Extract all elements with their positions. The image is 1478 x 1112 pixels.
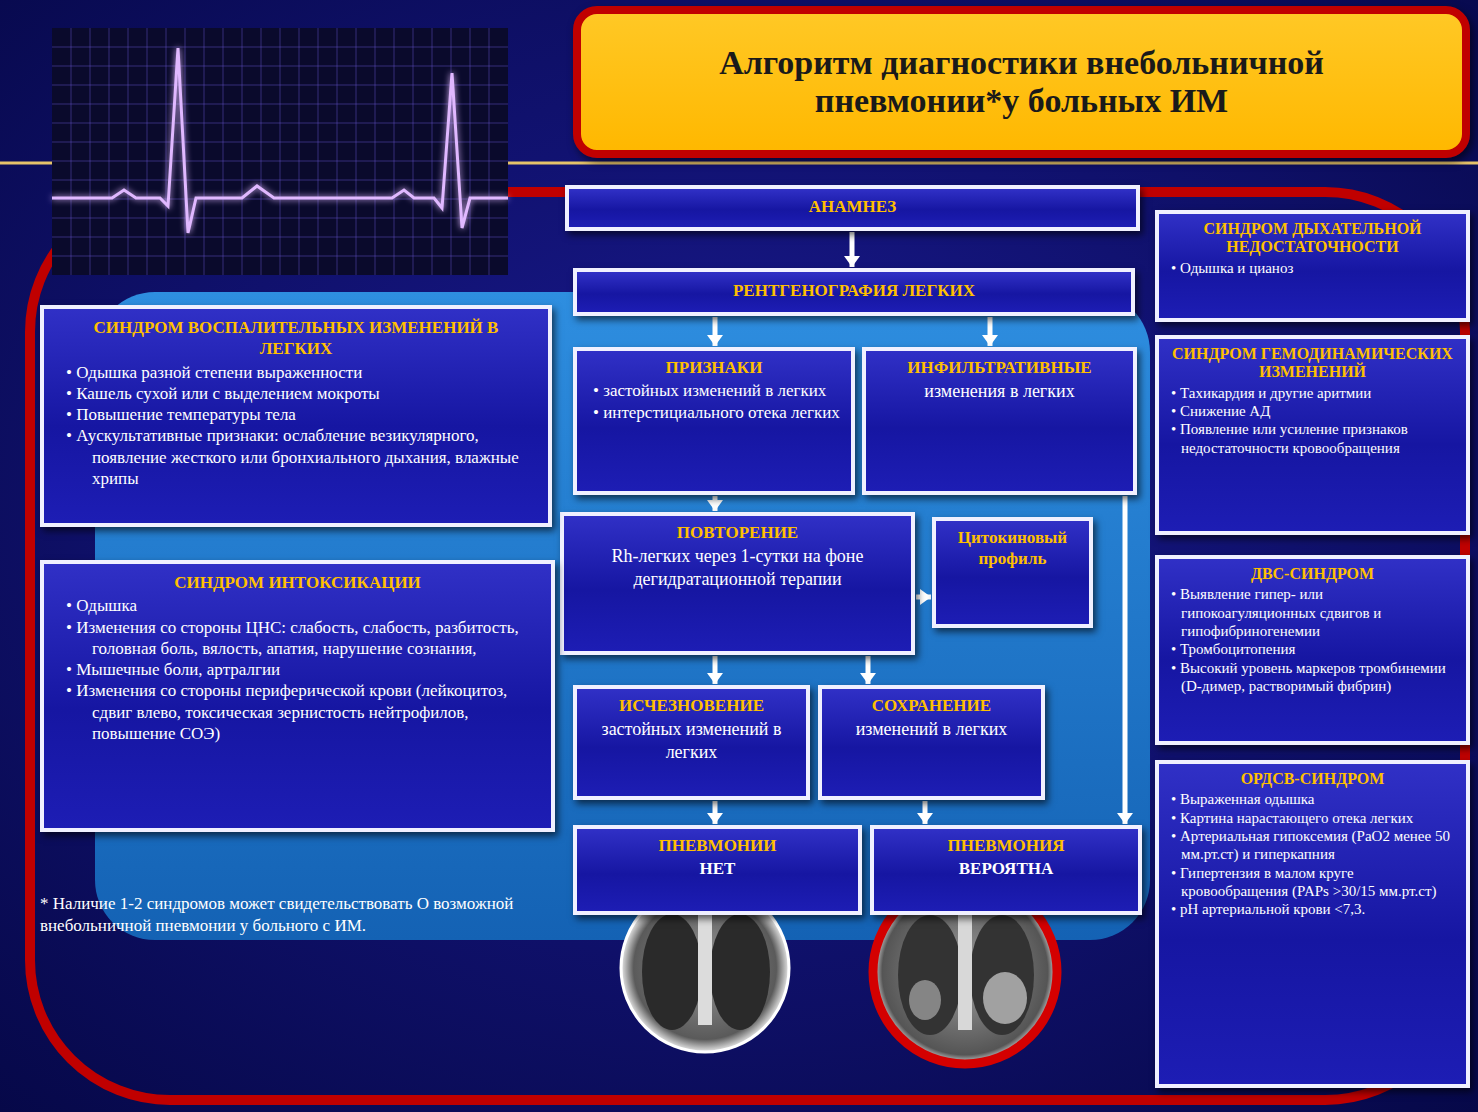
box-heading: СИНДРОМ ГЕМОДИНАМИЧЕСКИХ ИЗМЕНЕНИЙ (1169, 345, 1456, 382)
flow-arrow (916, 595, 931, 600)
box-heading: ИНФИЛЬТРАТИВНЫЕ (876, 357, 1123, 378)
flow-arrow (713, 801, 718, 824)
box-heading: СИНДРОМ ИНТОКСИКАЦИИ (58, 572, 537, 593)
step-box: ПОВТОРЕНИЕRh-легких через 1-сутки на фон… (560, 512, 915, 655)
syndrome-box: СИНДРОМ ГЕМОДИНАМИЧЕСКИХ ИЗМЕНЕНИЙ • Тахи… (1155, 335, 1470, 535)
step-box: АНАМНЕЗ (565, 185, 1140, 231)
box-text: • Тромбоцитопения (1169, 640, 1456, 658)
box-text: застойных изменений в легких (587, 718, 796, 763)
box-text: • Картина нарастающего отека легких (1169, 809, 1456, 827)
result-box: ПНЕВМОНИЯВЕРОЯТНА (870, 825, 1142, 915)
outcome-box: СОХРАНЕНИЕизменений в легких (818, 685, 1045, 800)
box-heading: ОРДСВ-СИНДРОМ (1169, 770, 1456, 788)
finding-box: ПРИЗНАКИ• застойных изменений в легких• … (573, 347, 855, 495)
result-box: ПНЕВМОНИИНЕТ (573, 825, 862, 915)
flow-arrow (713, 496, 718, 511)
syndrome-box: СИНДРОМ ИНТОКСИКАЦИИ• Одышка• Изменения … (40, 560, 555, 832)
syndrome-box: СИНДРОМ ВОСПАЛИТЕЛЬНЫХ ИЗМЕНЕНИЙ В ЛЕГКИ… (40, 305, 552, 527)
finding-box: ИНФИЛЬТРАТИВНЫЕизменения в легких (862, 347, 1137, 495)
box-heading: СИНДРОМ ДЫХАТЕЛЬНОЙ НЕДОСТАТОЧНОСТИ (1169, 220, 1456, 257)
flow-arrow (988, 317, 993, 346)
box-text: Rh-легких через 1-сутки на фоне дегидрат… (574, 545, 901, 590)
flow-arrow (713, 317, 718, 346)
box-text: • Появление или усиление признаков недос… (1169, 420, 1456, 457)
step-box: РЕНТГЕНОГРАФИЯ ЛЕГКИХ (573, 268, 1135, 316)
box-text: ВЕРОЯТНА (884, 858, 1128, 879)
box-text: • Снижение АД (1169, 402, 1456, 420)
flow-arrow (713, 656, 718, 684)
box-heading: СОХРАНЕНИЕ (832, 695, 1031, 716)
box-heading: ПОВТОРЕНИЕ (574, 522, 901, 543)
box-text: • Одышка разной степени выраженности (58, 362, 534, 383)
box-text: • Изменения со стороны периферической кр… (58, 680, 537, 744)
ecg-grid (52, 28, 508, 275)
ecg-ground (52, 28, 508, 275)
box-heading: ДВС-СИНДРОМ (1169, 565, 1456, 583)
flow-arrow (850, 232, 855, 267)
box-heading: РЕНТГЕНОГРАФИЯ ЛЕГКИХ (733, 280, 975, 301)
box-heading: АНАМНЕЗ (809, 196, 897, 217)
box-text: • pH артериальной крови <7,3. (1169, 900, 1456, 918)
box-heading: ПНЕВМОНИИ (587, 835, 848, 856)
box-heading: ПРИЗНАКИ (587, 357, 841, 378)
box-text: • Кашель сухой или с выделением мокроты (58, 383, 534, 404)
box-heading: Цитокиновый профиль (946, 527, 1079, 570)
box-text: • Выраженная одышка (1169, 790, 1456, 808)
box-text: • Аускультативные признаки: ослабление в… (58, 425, 534, 489)
box-text: • Артериальная гипоксемия (PaO2 менее 50… (1169, 827, 1456, 864)
syndrome-box: ДВС-СИНДРОМ • Выявление гипер- или гипоко… (1155, 555, 1470, 745)
ecg-trace (52, 48, 508, 233)
outcome-box: ИСЧЕЗНОВЕНИЕзастойных изменений в легких (573, 685, 810, 800)
box-text: • Одышка и цианоз (1169, 259, 1456, 277)
test-box: Цитокиновый профиль (932, 517, 1093, 628)
box-text: • застойных изменений в легких (587, 380, 841, 401)
box-text: • Выявление гипер- или гипокоагуляционны… (1169, 585, 1456, 640)
syndrome-box: СИНДРОМ ДЫХАТЕЛЬНОЙ НЕДОСТАТОЧНОСТИ • Оды… (1155, 210, 1470, 322)
box-text: • интерстициального отека легких (587, 402, 841, 423)
box-text: • Тахикардия и другие аритмии (1169, 384, 1456, 402)
ecg-picture (52, 28, 508, 275)
box-text: • Высокий уровень маркеров тромбинемии (… (1169, 659, 1456, 696)
flow-arrow (923, 801, 928, 824)
box-text: • Одышка (58, 595, 537, 616)
title-box: Алгоритм диагностики внебольничной пневм… (573, 6, 1470, 158)
footnote: * Наличие 1-2 синдромов может свидетельс… (40, 893, 565, 937)
box-text: изменения в легких (876, 380, 1123, 403)
box-text: • Гипертензия в малом круге кровообращен… (1169, 864, 1456, 901)
box-text: изменений в легких (832, 718, 1031, 741)
flow-arrow (866, 656, 871, 684)
box-text: • Мышечные боли, артралгии (58, 659, 537, 680)
box-text: • Изменения со стороны ЦНС: слабость, сл… (58, 617, 537, 660)
box-text: НЕТ (587, 858, 848, 879)
syndrome-box: ОРДСВ-СИНДРОМ • Выраженная одышка• Картин… (1155, 760, 1470, 1088)
box-heading: СИНДРОМ ВОСПАЛИТЕЛЬНЫХ ИЗМЕНЕНИЙ В ЛЕГКИ… (58, 317, 534, 360)
box-heading: ИСЧЕЗНОВЕНИЕ (587, 695, 796, 716)
title-text: Алгоритм диагностики внебольничной пневм… (621, 44, 1422, 120)
box-heading: ПНЕВМОНИЯ (884, 835, 1128, 856)
flow-arrow (1123, 496, 1128, 824)
box-text: • Повышение температуры тела (58, 404, 534, 425)
